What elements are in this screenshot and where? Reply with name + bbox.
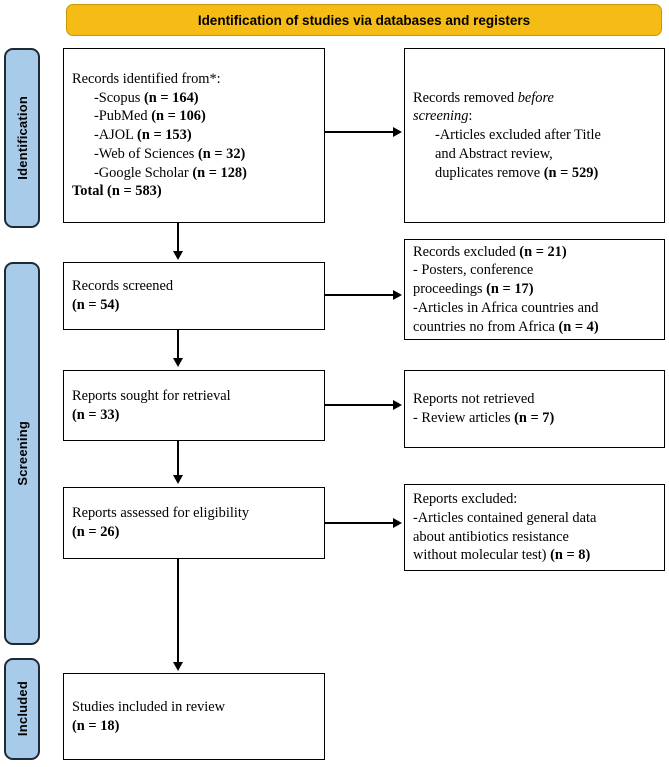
reports-excluded-line-3: about antibiotics resistance [413, 528, 569, 545]
connector-screened-to-excluded [325, 294, 393, 296]
connector-identified-to-screened [177, 223, 179, 253]
box-studies-included: Studies included in review (n = 18) [63, 673, 325, 760]
source-scopus: -Scopus (n = 164) [94, 89, 199, 106]
page-title: Identification of studies via databases … [197, 12, 531, 28]
arrowhead-screened-to-sought [172, 358, 183, 367]
box-records-screened: Records screened (n = 54) [63, 262, 325, 330]
box-reports-assessed: Reports assessed for eligibility (n = 26… [63, 487, 325, 559]
arrowhead-sought-to-not-retrieved [393, 399, 402, 410]
reports-sought-line-1: Reports sought for retrieval [72, 387, 231, 404]
connector-identified-to-removed [325, 131, 393, 133]
phase-label-included: Included [14, 681, 30, 737]
reports-not-retrieved-content: Reports not retrieved - Review articles … [413, 390, 656, 427]
reports-not-retrieved-line-1: Reports not retrieved [413, 391, 535, 408]
source-ajol: -AJOL (n = 153) [94, 127, 192, 144]
records-removed-detail-2: and Abstract review, [435, 145, 553, 162]
records-removed-line-1: Records removed before [413, 89, 554, 106]
records-excluded-content: Records excluded (n = 21) - Posters, con… [413, 243, 656, 337]
records-removed-detail-1: -Articles excluded after Title [435, 127, 601, 144]
records-identified-heading: Records identified from*: [72, 70, 221, 87]
reports-excluded-line-1: Reports excluded: [413, 491, 518, 508]
arrowhead-screened-to-excluded [393, 289, 402, 300]
arrowhead-assessed-to-included [172, 662, 183, 671]
box-records-excluded: Records excluded (n = 21) - Posters, con… [404, 239, 665, 340]
arrowhead-sought-to-assessed [172, 475, 183, 484]
arrowhead-identified-to-removed [393, 126, 402, 137]
source-web-of-sciences: -Web of Sciences (n = 32) [94, 145, 246, 162]
reports-assessed-line-1: Reports assessed for eligibility [72, 505, 250, 522]
records-removed-detail-3: duplicates remove (n = 529) [435, 164, 599, 181]
reports-not-retrieved-line-2: - Review articles (n = 7) [413, 410, 555, 426]
box-records-removed: Records removed before screening: -Artic… [404, 48, 665, 223]
connector-sought-to-not-retrieved [325, 404, 393, 406]
studies-included-count: (n = 18) [72, 717, 120, 734]
arrowhead-assessed-to-excluded [393, 517, 402, 528]
records-excluded-line-1: Records excluded (n = 21) [413, 243, 567, 260]
records-excluded-line-5: countries no from Africa (n = 4) [413, 318, 599, 335]
phase-label-identification: Identification [14, 96, 30, 180]
records-screened-line-1: Records screened [72, 278, 174, 295]
reports-excluded-line-2: -Articles contained general data [413, 509, 597, 526]
phase-bar-included: Included [4, 658, 40, 760]
studies-included-content: Studies included in review (n = 18) [72, 698, 316, 735]
reports-excluded-line-4: without molecular test) (n = 8) [413, 547, 591, 564]
phase-bar-identification: Identification [4, 48, 40, 228]
box-reports-excluded: Reports excluded: -Articles contained ge… [404, 484, 665, 571]
connector-sought-to-assessed [177, 441, 179, 477]
diagram-header-banner: Identification of studies via databases … [66, 4, 662, 36]
records-excluded-line-3: proceedings (n = 17) [413, 281, 534, 298]
box-reports-not-retrieved: Reports not retrieved - Review articles … [404, 370, 665, 448]
reports-sought-count: (n = 33) [72, 406, 120, 423]
records-removed-content: Records removed before screening: -Artic… [413, 89, 656, 183]
connector-assessed-to-included [177, 559, 179, 664]
box-records-identified: Records identified from*: -Scopus (n = 1… [63, 48, 325, 223]
records-identified-total: Total (n = 583) [72, 183, 162, 200]
phase-label-screening: Screening [14, 421, 30, 486]
phase-bar-screening: Screening [4, 262, 40, 645]
reports-assessed-content: Reports assessed for eligibility (n = 26… [72, 504, 316, 541]
reports-assessed-count: (n = 26) [72, 524, 120, 540]
records-removed-line-2: screening: [413, 108, 473, 125]
studies-included-line-1: Studies included in review [72, 698, 226, 715]
connector-assessed-to-excluded [325, 522, 393, 524]
records-screened-content: Records screened (n = 54) [72, 277, 316, 314]
box-reports-sought: Reports sought for retrieval (n = 33) [63, 370, 325, 441]
records-excluded-line-4: -Articles in Africa countries and [413, 299, 599, 316]
records-identified-content: Records identified from*: -Scopus (n = 1… [72, 70, 316, 201]
reports-sought-content: Reports sought for retrieval (n = 33) [72, 387, 316, 424]
records-screened-count: (n = 54) [72, 297, 120, 313]
source-google-scholar: -Google Scholar (n = 128) [94, 164, 247, 181]
reports-excluded-content: Reports excluded: -Articles contained ge… [413, 490, 656, 565]
records-excluded-line-2: - Posters, conference [413, 262, 534, 279]
source-pubmed: -PubMed (n = 106) [94, 108, 206, 125]
connector-screened-to-sought [177, 330, 179, 360]
arrowhead-identified-to-screened [172, 251, 183, 260]
